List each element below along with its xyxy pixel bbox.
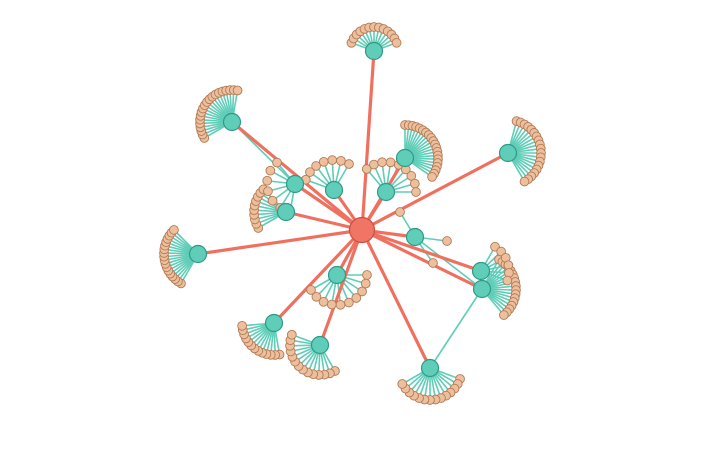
leaf-node [361,164,372,174]
leaf-node [318,296,329,307]
cluster-center-node [327,265,347,285]
leaf-node [427,172,437,182]
cluster-center-node [420,358,440,378]
hub-edge [360,49,376,232]
leaf-node [351,293,362,303]
leaf-node [336,155,346,166]
leaf-node [263,186,273,197]
hub-edge [293,182,364,232]
leaf-node [237,320,247,331]
cross-edge [429,288,483,369]
hub-edge [360,228,484,291]
hub-node [348,216,376,244]
leaf-node [409,178,420,189]
cluster-center-node [276,202,296,222]
leaf-node [411,187,421,197]
leaf-node [397,379,408,389]
cluster-center-node [395,148,415,168]
leaf-node [306,285,316,295]
cluster-center-node [471,261,491,281]
cluster-center-node [324,180,344,200]
leaf-node [232,85,243,96]
cluster-center-node [310,335,330,355]
leaf-node [169,225,179,235]
leaf-node [499,310,509,320]
leaf-node [360,278,371,289]
leaf-node [344,297,354,308]
hub-edge [272,228,364,325]
leaf-node [318,156,329,167]
leaf-node [377,157,387,168]
cluster-center-nodes [188,41,518,378]
leaf-node [357,286,367,297]
leaf-node [272,157,282,168]
leaf-node [519,176,530,187]
leaf-node [369,159,379,170]
leaf-node [335,299,346,310]
hub-edge [360,228,432,370]
hub-nodes [348,216,376,244]
cluster-center-node [188,244,208,264]
hub-edge [318,228,364,347]
cluster-center-node [498,143,518,163]
leaf-node [428,258,438,268]
leaf-node [286,329,297,340]
leaf-node [267,195,278,206]
leaf-node [327,155,338,165]
cluster-center-node [264,313,284,333]
leaf-node [395,207,405,217]
leaf-node [262,175,273,186]
leaf-node [442,236,452,246]
leaf-node [326,299,337,310]
cluster-center-node [405,227,425,247]
leaf-node [265,165,276,176]
leaf-node [344,159,354,169]
cluster-center-node [285,174,305,194]
leaf-node [502,275,513,286]
leaf-node [311,291,322,302]
leaf-node [391,37,402,48]
leaf-nodes [159,22,546,405]
leaf-node [362,270,372,280]
cluster-center-node [376,182,396,202]
cross-edge [414,236,483,290]
hub-edge [196,228,364,256]
leaf-node [385,157,396,168]
leaf-node [305,167,315,177]
hub-edge [360,151,510,232]
cluster-center-node [472,279,492,299]
cluster-center-node [222,112,242,132]
hub-edge [360,228,483,273]
cluster-center-node [364,41,384,61]
leaf-edges [163,27,541,400]
leaf-node [311,161,321,171]
